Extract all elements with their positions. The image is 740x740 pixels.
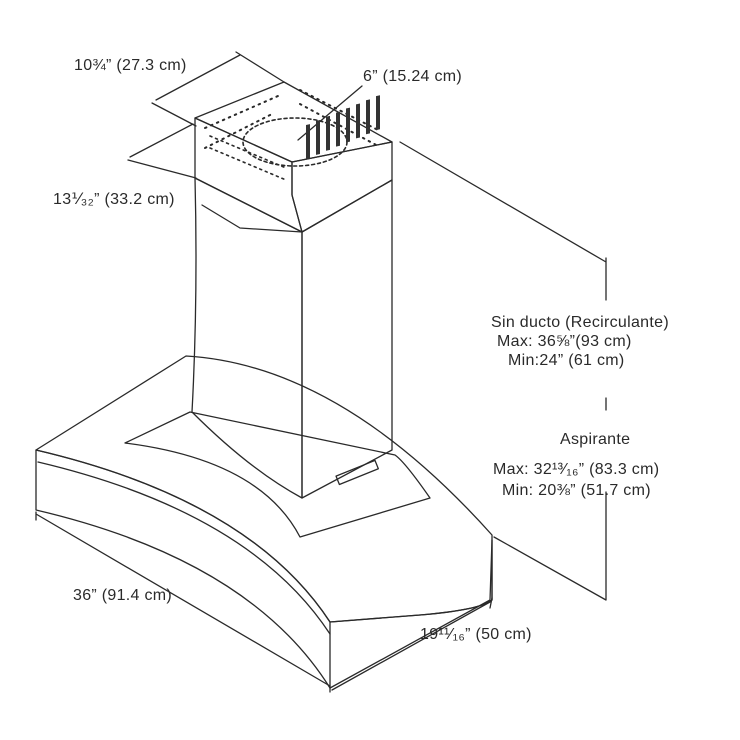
dim-line-chimney-depth — [127, 123, 303, 233]
chimney-lower-side — [301, 179, 393, 499]
vent-slats — [306, 95, 380, 159]
chimney-top-rim — [194, 81, 393, 163]
label-ducted-title: Aspirante — [560, 431, 631, 448]
label-chimney-width: 10¾” (27.3 cm) — [74, 57, 187, 74]
dim-line-chimney-width — [151, 51, 285, 127]
duct-collar — [242, 117, 348, 167]
chimney-upper-front — [194, 117, 303, 233]
label-ductless-max: Max: 36⅝”(93 cm) — [497, 333, 632, 350]
canopy-inner-recess — [124, 411, 431, 538]
label-hood-depth: 19¹¹⁄₁₆” (50 cm) — [420, 626, 532, 643]
dim-line-height — [399, 141, 607, 601]
canopy-front-face — [35, 449, 331, 689]
label-ductless-min: Min:24” (61 cm) — [508, 352, 625, 369]
dim-line-hood-depth — [331, 597, 493, 691]
canopy-right-face — [329, 539, 493, 689]
canopy-bottom-curve — [37, 461, 331, 635]
control-panel — [335, 459, 379, 486]
label-chimney-depth: 13⅟₃₂” (33.2 cm) — [53, 191, 175, 208]
label-ducted-min: Min: 20⅜” (51.7 cm) — [502, 482, 651, 499]
label-ductless-title: Sin ducto (Recirculante) — [491, 314, 669, 331]
label-ducted-max: Max: 32¹³⁄₁₆” (83.3 cm) — [493, 461, 660, 478]
front-panel-perforations — [209, 135, 287, 181]
back-panel-dots — [204, 89, 379, 149]
chimney-lower-front — [191, 177, 303, 499]
dim-line-hood-width — [35, 511, 331, 693]
label-duct-diameter: 6” (15.24 cm) — [363, 68, 463, 85]
label-hood-width: 36” (91.4 cm) — [73, 587, 173, 604]
